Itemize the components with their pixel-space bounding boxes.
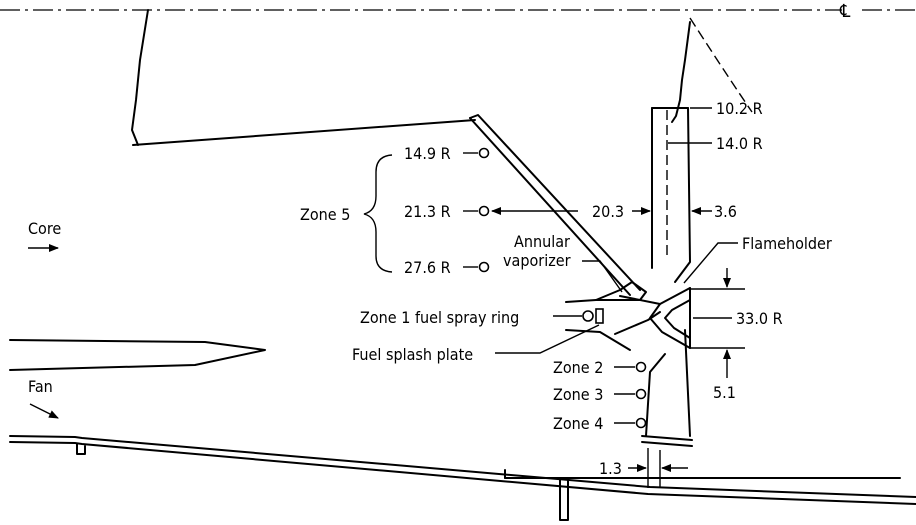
zone2-hole (635, 361, 647, 373)
zone2-4-fuel-holes (635, 361, 647, 429)
dim-3-6: 3.6 (714, 202, 737, 221)
zone5-hole-21-3 (478, 205, 490, 217)
zone5-radius-21-3: 21.3 R (404, 202, 451, 221)
annular-vaporizer-label-2: vaporizer (503, 251, 571, 270)
dim-14-0-r: 14.0 R (716, 134, 763, 153)
engine-centerline: ℄ (0, 1, 916, 22)
flameholder-strut (651, 107, 691, 283)
zone5-radius-27-6: 27.6 R (404, 258, 451, 277)
zone5-brace (363, 154, 393, 273)
v-gutter-flameholder (649, 287, 691, 349)
zone2-label: Zone 2 (553, 358, 603, 377)
centerbody-outline (131, 9, 753, 146)
zone5-label: Zone 5 (300, 205, 350, 224)
zone3-hole (635, 388, 647, 400)
flameholder-lower-strut (641, 329, 693, 447)
zone4-label: Zone 4 (553, 414, 603, 433)
fuel-splash-plate-label: Fuel splash plate (352, 345, 473, 364)
zone5-radius-14-9: 14.9 R (404, 144, 451, 163)
dim-5-1: 5.1 (713, 383, 736, 402)
flameholder-label: Flameholder (742, 234, 832, 253)
zone4-hole (635, 417, 647, 429)
fan-flow-label: Fan (28, 377, 53, 396)
dim-1-3: 1.3 (599, 459, 622, 478)
centerline-symbol: ℄ (839, 1, 851, 22)
zone1-spray-ring-label: Zone 1 fuel spray ring (360, 308, 519, 327)
annular-vaporizer (565, 281, 661, 351)
core-flow-label: Core (28, 219, 61, 238)
splitter (9, 339, 266, 371)
zone1-spray-ring (582, 308, 604, 324)
dim-10-2-r: 10.2 R (716, 99, 763, 118)
dim-33-0-r: 33.0 R (736, 309, 783, 328)
zone5-hole-27-6 (478, 261, 490, 273)
outer-duct-wall (9, 435, 916, 521)
dim-20-3: 20.3 (592, 202, 624, 221)
zone5-hole-14-9 (478, 147, 490, 159)
zone3-label: Zone 3 (553, 385, 603, 404)
zone5-fuel-holes (478, 147, 490, 273)
fan-flow-arrow (29, 403, 59, 419)
annular-vaporizer-label-1: Annular (514, 232, 570, 251)
